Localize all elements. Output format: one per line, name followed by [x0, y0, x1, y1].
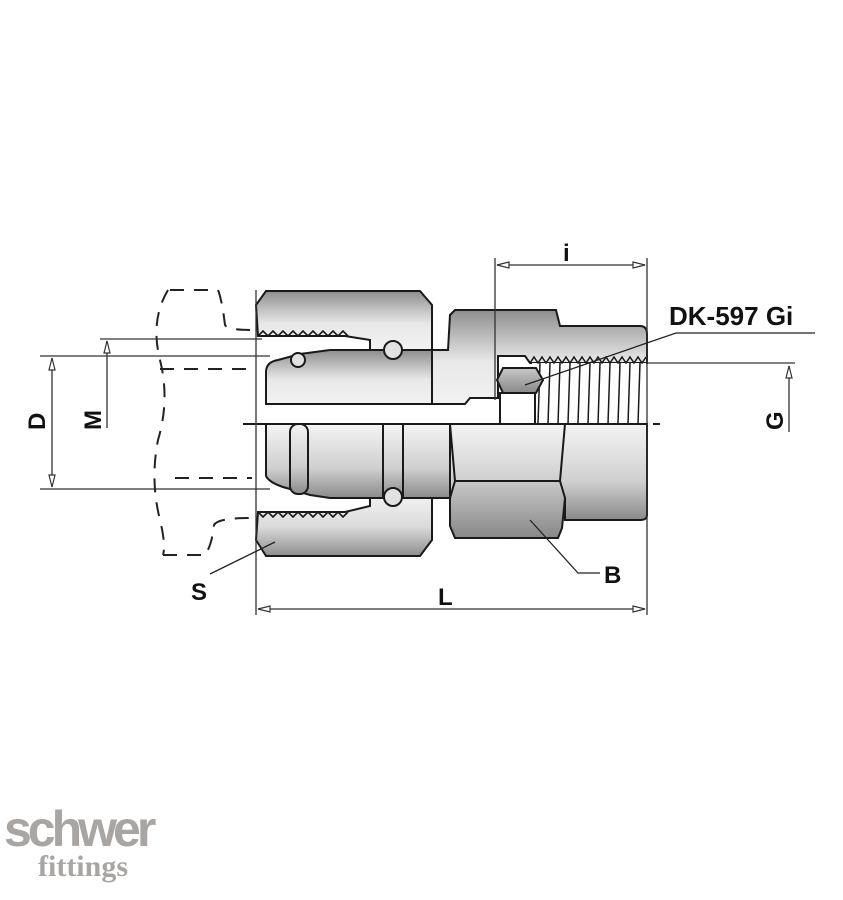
port-plug-body: [499, 392, 536, 425]
leader-lines: [209, 332, 815, 575]
hex-b: [449, 480, 567, 539]
label-l: L: [438, 584, 453, 611]
label-g: G: [762, 411, 789, 430]
dimension-arrows: [48, 261, 793, 613]
female-thread-upper: [529, 355, 647, 425]
o-rings: [290, 340, 403, 507]
dimension-lines: [40, 258, 795, 615]
logo-sub: fittings: [38, 850, 128, 883]
cutting-ring: [289, 423, 309, 495]
logo-brand: schwer: [4, 801, 156, 857]
tube-outline-dashed: [153, 289, 252, 556]
label-s: S: [191, 579, 207, 606]
label-m: M: [80, 410, 107, 430]
union-nut-top: [254, 290, 433, 351]
nut-thread-bottom: [257, 510, 349, 519]
brand-logo: schwer fittings: [4, 801, 156, 883]
label-title: DK-597 Gi: [669, 301, 793, 331]
label-d: D: [24, 413, 51, 430]
body-upper: [431, 309, 648, 405]
label-b: B: [604, 562, 621, 589]
nut-thread-top: [257, 329, 349, 338]
union-nut-bottom: [254, 497, 433, 557]
label-i: i: [563, 240, 570, 267]
